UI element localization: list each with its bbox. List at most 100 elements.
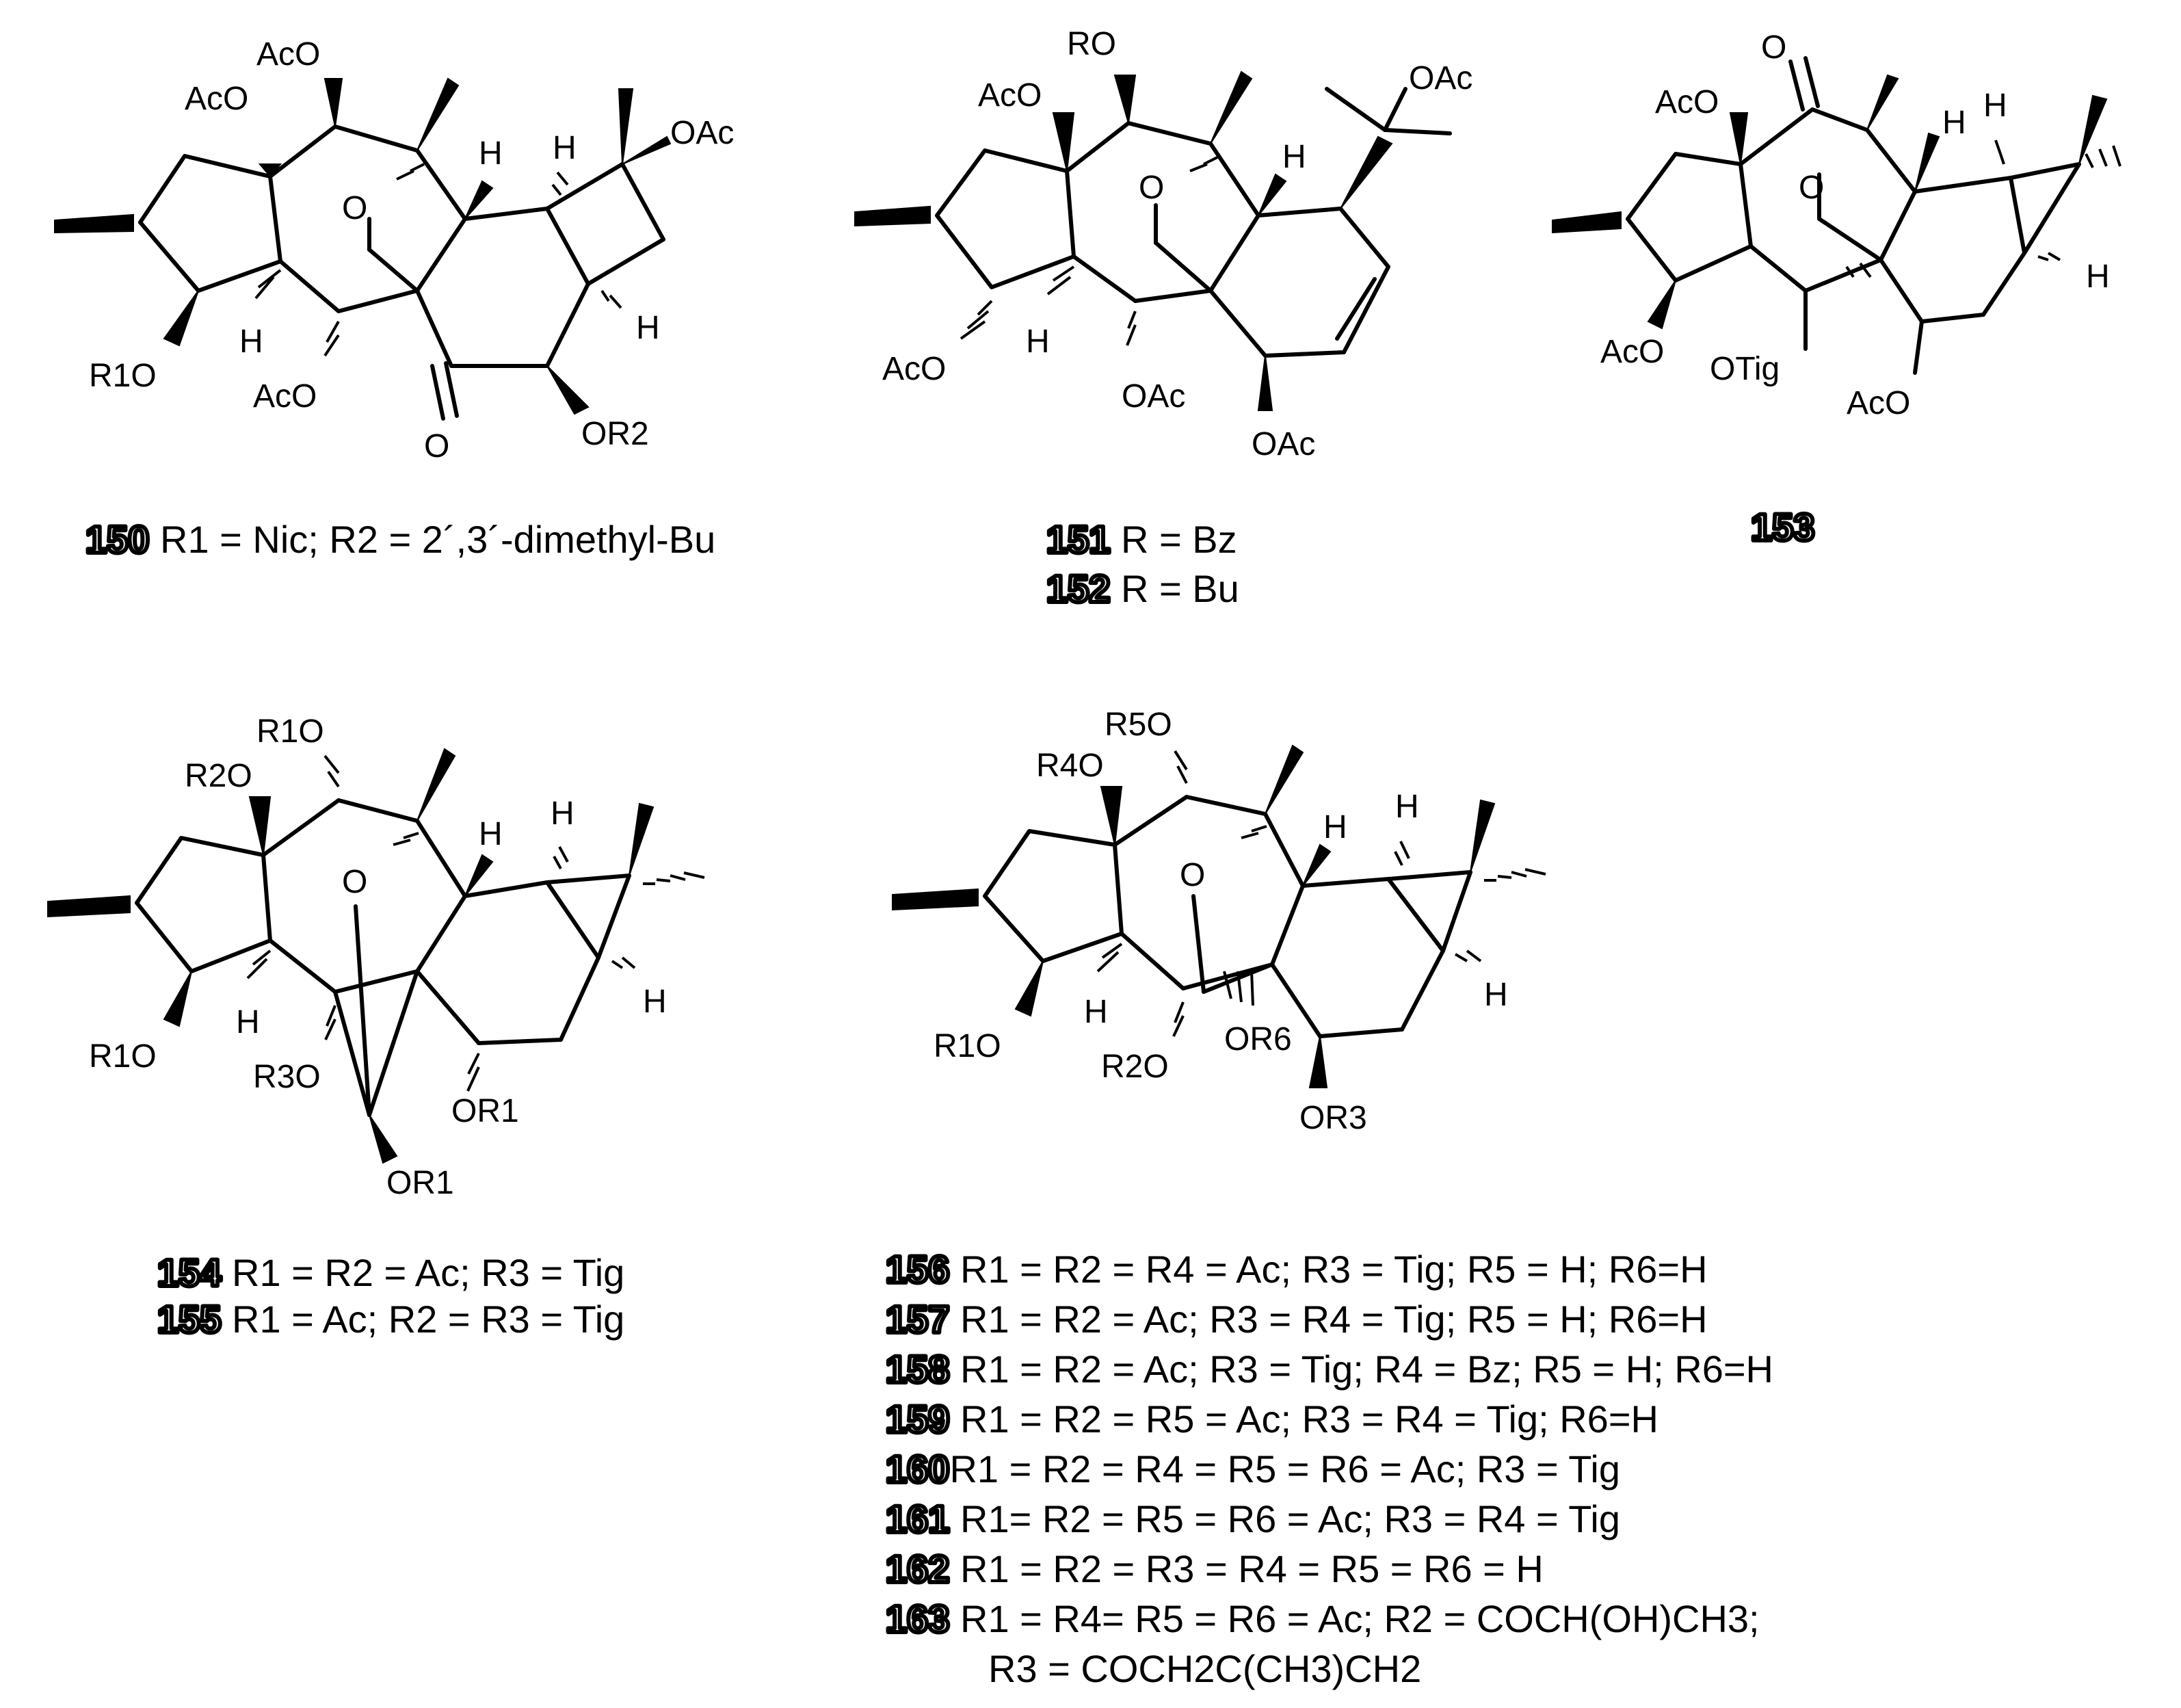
s153-h-2: H	[1983, 88, 2007, 124]
caption-162: 162 R1 = R2 = R3 = R4 = R5 = R6 = H	[886, 1547, 1544, 1590]
s154-bridge-O: O	[342, 864, 367, 900]
structure-153-bonds	[1552, 56, 2121, 375]
s150-ketone-O: O	[424, 428, 449, 464]
s150-acO-bottom: AcO	[253, 378, 317, 415]
s150-h-3: H	[636, 310, 660, 346]
caption-157-text: R1 = R2 = Ac; R3 = R4 = Tig; R5 = H; R6=…	[949, 1298, 1707, 1341]
caption-153: 153	[1751, 505, 1814, 549]
s156-r4o: R4O	[1036, 748, 1104, 784]
structure-150-bonds	[54, 77, 672, 421]
s156-or3: OR3	[1299, 1100, 1367, 1136]
caption-161: 161 R1= R2 = R5 = R6 = Ac; R3 = R4 = Tig	[886, 1497, 1620, 1540]
caption-152: 152 R = Bu	[1046, 567, 1239, 610]
structure-156: R5O R4O H H O H R1O H R2O OR6 OR3 156 R1…	[884, 707, 1773, 1690]
s156-bridge-O: O	[1180, 857, 1205, 893]
caption-154-number: 154	[157, 1251, 221, 1294]
s153-acO-left: AcO	[1600, 334, 1664, 370]
structure-150: AcO AcO OAc H H O H R1O H AcO O OR2 150 …	[54, 36, 734, 563]
caption-163-line2-text: R3 = COCH2C(CH3)CH2	[988, 1647, 1421, 1690]
caption-152-text: R = Bu	[1110, 567, 1239, 610]
caption-153-number: 153	[1751, 505, 1814, 549]
s156-h-2: H	[1395, 789, 1419, 825]
caption-155: 155 R1 = Ac; R2 = R3 = Tig	[157, 1298, 624, 1341]
s156-r2o: R2O	[1101, 1049, 1169, 1085]
s150-oac-right: OAc	[670, 115, 734, 151]
s154-r2o: R2O	[185, 758, 252, 794]
caption-157: 157 R1 = R2 = Ac; R3 = R4 = Tig; R5 = H;…	[886, 1298, 1708, 1341]
s153-bridge-O: O	[1799, 170, 1824, 206]
caption-151-number: 151	[1046, 518, 1110, 561]
s150-h-2: H	[553, 130, 577, 166]
s154-r3o: R3O	[253, 1059, 321, 1095]
caption-163-number: 163	[886, 1597, 949, 1640]
caption-160: 160R1 = R2 = R4 = R5 = R6 = Ac; R3 = Tig	[886, 1447, 1620, 1490]
caption-156-number: 156	[886, 1248, 949, 1291]
caption-152-number: 152	[1046, 567, 1110, 610]
s154-h-4: H	[236, 1004, 260, 1040]
s154-or1-mid: OR1	[451, 1093, 519, 1129]
s154-h-2: H	[551, 796, 574, 832]
s150-acO-left: AcO	[185, 81, 248, 117]
structure-151-bonds	[854, 70, 1452, 411]
structure-154: R1O R2O H H O H R1O H R3O OR1 OR1 154 R1…	[47, 713, 705, 1343]
caption-155-text: R1 = Ac; R2 = R3 = Tig	[221, 1298, 624, 1341]
s151-oac-top: OAc	[1409, 60, 1472, 96]
caption-150: 150 R1 = Nic; R2 = 2´,3´-dimethyl-Bu	[85, 518, 715, 561]
s150-h-4: H	[239, 324, 263, 360]
caption-156: 156 R1 = R2 = R4 = Ac; R3 = Tig; R5 = H;…	[886, 1248, 1708, 1291]
s154-or1-bottom: OR1	[386, 1165, 454, 1201]
s153-h-3: H	[2086, 259, 2110, 295]
caption-156-text: R1 = R2 = R4 = Ac; R3 = Tig; R5 = H; R6=…	[949, 1248, 1707, 1291]
s150-acO-top: AcO	[256, 36, 320, 73]
s154-r1o-top: R1O	[256, 713, 324, 750]
s156-r1o: R1O	[934, 1028, 1001, 1064]
caption-154-text: R1 = R2 = Ac; R3 = Tig	[221, 1251, 624, 1294]
caption-160-number: 160	[886, 1447, 949, 1490]
structure-151: RO AcO OAc H O AcO H OAc OAc 151 R = Bz …	[854, 26, 1472, 612]
s151-ro: RO	[1067, 26, 1116, 62]
caption-161-number: 161	[886, 1497, 949, 1540]
s156-or6: OR6	[1224, 1021, 1292, 1057]
s150-or2: OR2	[581, 416, 649, 452]
caption-161-text: R1= R2 = R5 = R6 = Ac; R3 = R4 = Tig	[949, 1497, 1620, 1540]
s151-acO-left: AcO	[882, 351, 946, 387]
s153-h-1: H	[1942, 105, 1966, 141]
caption-163-text: R1 = R4= R5 = R6 = Ac; R2 = COCH(OH)CH3;	[949, 1597, 1759, 1640]
s151-oac-bottom: OAc	[1252, 426, 1315, 462]
caption-162-text: R1 = R2 = R3 = R4 = R5 = R6 = H	[949, 1547, 1543, 1590]
caption-158: 158 R1 = R2 = Ac; R3 = Tig; R4 = Bz; R5 …	[886, 1348, 1773, 1391]
s151-oac-mid: OAc	[1122, 378, 1185, 415]
s153-acO-top: AcO	[1655, 84, 1719, 120]
s150-h-1: H	[479, 135, 503, 172]
caption-150-number: 150	[85, 518, 149, 561]
s151-h: H	[1282, 139, 1306, 175]
s151-bridge-O: O	[1139, 170, 1164, 206]
caption-158-number: 158	[886, 1348, 949, 1391]
caption-162-number: 162	[886, 1547, 949, 1590]
structure-156-bonds	[892, 744, 1546, 1088]
s151-acO: AcO	[978, 77, 1042, 114]
s154-h-1: H	[479, 816, 503, 852]
s156-h-3: H	[1484, 977, 1508, 1013]
s150-r1o: R1O	[89, 358, 157, 394]
s156-h-4: H	[1084, 994, 1108, 1030]
caption-150-text: R1 = Nic; R2 = 2´,3´-dimethyl-Bu	[149, 518, 715, 561]
caption-158-text: R1 = R2 = Ac; R3 = Tig; R4 = Bz; R5 = H;…	[949, 1348, 1773, 1391]
s156-r5o: R5O	[1105, 707, 1172, 743]
s153-ketone-O: O	[1761, 29, 1786, 66]
caption-157-number: 157	[886, 1298, 949, 1341]
s151-h-2: H	[1026, 324, 1050, 360]
structure-153: O AcO H H O H AcO OTig AcO 153	[1552, 29, 2121, 551]
caption-151-text: R = Bz	[1110, 518, 1237, 561]
s154-h-3: H	[643, 984, 667, 1020]
caption-155-number: 155	[157, 1298, 221, 1341]
s154-r1o-left: R1O	[89, 1038, 157, 1075]
caption-154: 154 R1 = R2 = Ac; R3 = Tig	[157, 1251, 624, 1294]
caption-159: 159 R1 = R2 = R5 = Ac; R3 = R4 = Tig; R6…	[886, 1397, 1658, 1441]
caption-163: 163 R1 = R4= R5 = R6 = Ac; R2 = COCH(OH)…	[886, 1597, 1760, 1640]
s153-acO-bottom: AcO	[1847, 385, 1910, 421]
s156-h-1: H	[1323, 809, 1347, 845]
structure-154-bonds	[47, 748, 705, 1164]
caption-159-text: R1 = R2 = R5 = Ac; R3 = R4 = Tig; R6=H	[949, 1397, 1658, 1441]
